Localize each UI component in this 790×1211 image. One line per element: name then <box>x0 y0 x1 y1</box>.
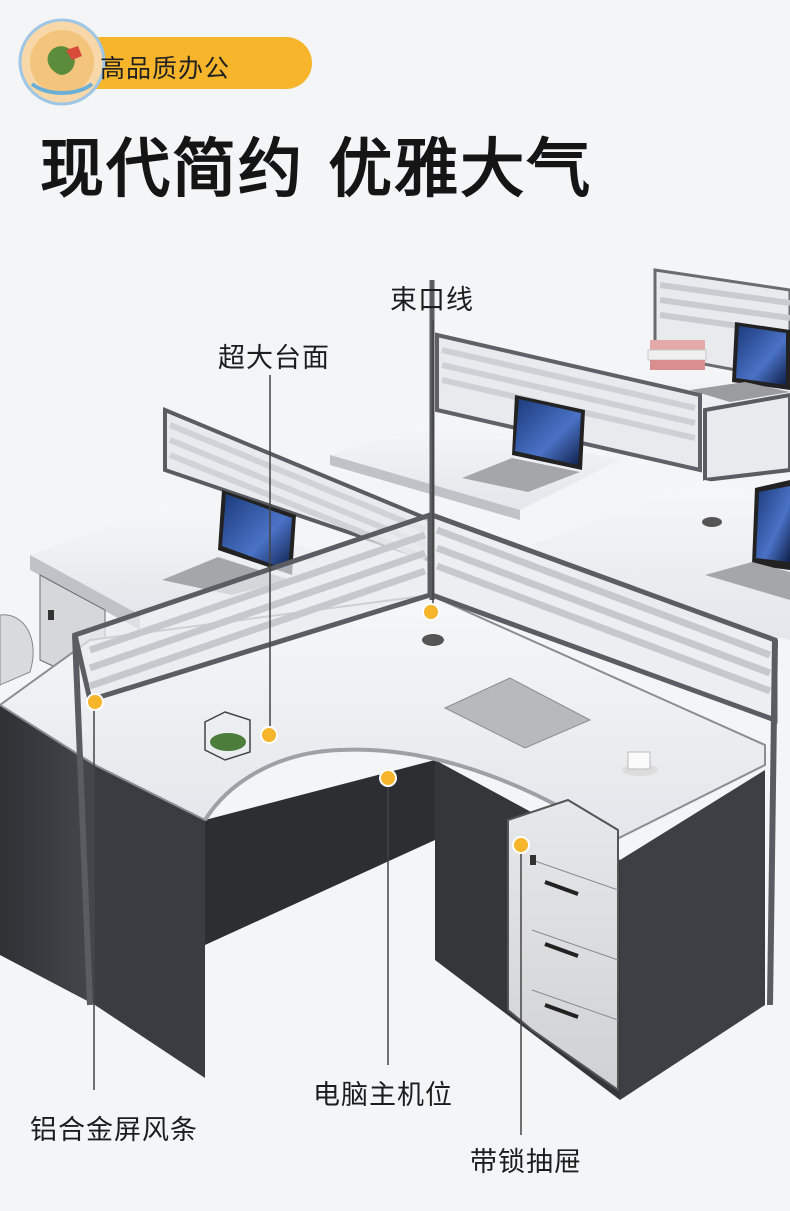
dot-large-desktop <box>260 726 278 744</box>
partition-screens <box>72 280 778 1006</box>
dot-aluminum-screen <box>86 693 104 711</box>
callout-aluminum-screen: 铝合金屏风条 <box>30 1115 198 1146</box>
callout-dots <box>86 603 530 854</box>
callout-large-desktop: 超大台面 <box>218 343 330 374</box>
back-desk-right <box>600 268 790 440</box>
back-desk-middle <box>330 332 702 520</box>
callout-lock-drawer: 带锁抽屉 <box>470 1147 582 1178</box>
badge-label: 高品质办公 <box>100 54 231 83</box>
callout-markers <box>93 320 522 1135</box>
dot-edge-trim <box>422 603 440 621</box>
desk-right <box>530 392 790 640</box>
dot-cpu-space <box>379 769 397 787</box>
page-title: 现代简约 优雅大气 <box>40 133 593 207</box>
callout-edge-trim: 束口线 <box>390 285 474 316</box>
brand-logo <box>18 18 106 106</box>
dot-lock-drawer <box>512 836 530 854</box>
callout-cpu-space: 电脑主机位 <box>313 1080 453 1111</box>
